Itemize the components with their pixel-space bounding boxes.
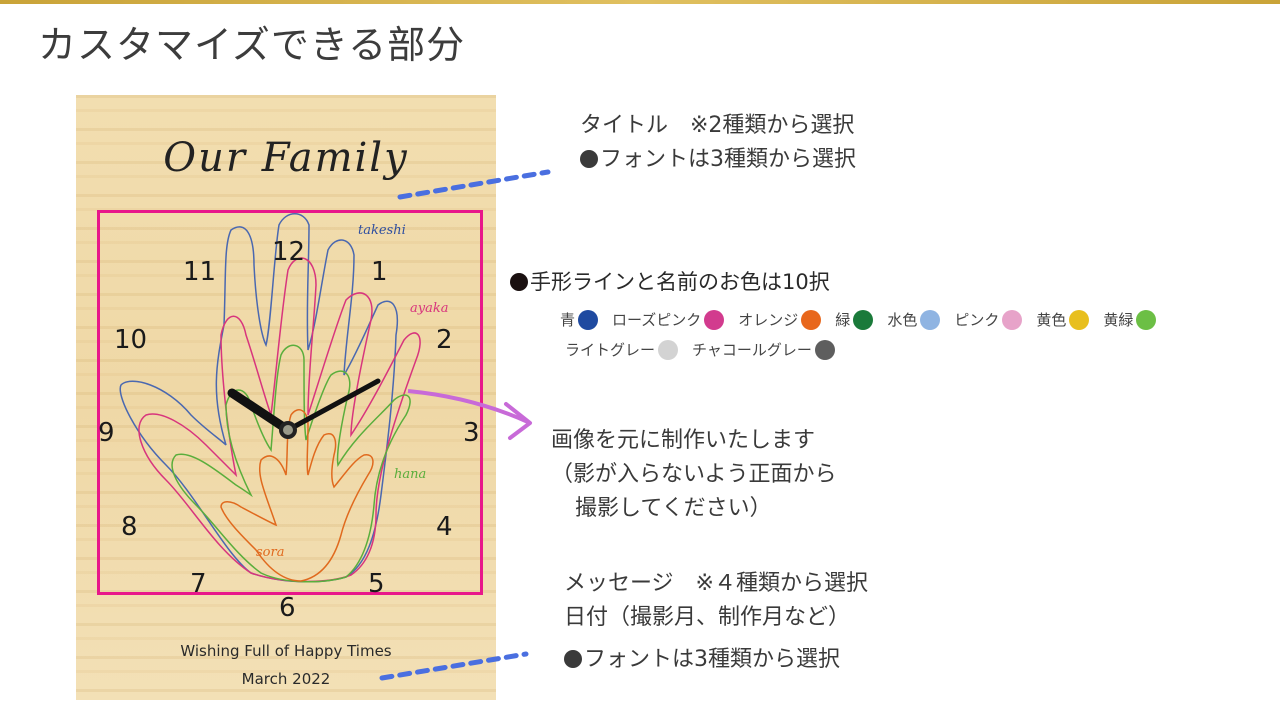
image-callout: 画像を元に制作いたします （影が入らないよう正面から 撮影してください）: [551, 424, 837, 526]
color-option-pink[interactable]: ピンク: [954, 309, 1023, 330]
product-message: Wishing Full of Happy Times: [180, 642, 392, 660]
color-dot-icon: [853, 309, 874, 330]
name-label-takeshi: takeshi: [358, 223, 406, 238]
clock-number-5: 5: [368, 569, 385, 599]
color-option-rose-pink[interactable]: ローズピンク: [612, 309, 725, 330]
title-callout-line2: フォントは3種類から選択: [580, 143, 856, 177]
color-dot-icon: [704, 309, 725, 330]
color-dot-icon: [578, 309, 599, 330]
clock-product-image: Our Family 12 1 2 3 4 5 6 7 8 9 10 11 ta…: [76, 95, 496, 700]
color-dot-icon: [658, 339, 679, 360]
image-callout-line2: （影が入らないよう正面から: [551, 462, 837, 487]
name-label-ayaka: ayaka: [410, 301, 449, 316]
color-dot-icon: [814, 339, 835, 360]
color-option-yellow[interactable]: 黄色: [1036, 309, 1090, 330]
hour-hand: [227, 388, 293, 435]
color-options-heading: 手形ラインと名前のお色は10択: [510, 266, 830, 296]
name-label-hana: hana: [394, 467, 427, 482]
customizable-area-frame: [97, 210, 483, 595]
message-callout-line2: 日付（撮影月、制作月など）: [564, 605, 851, 630]
bullet-icon: [580, 150, 598, 168]
minute-hand: [285, 378, 381, 433]
accent-bar: [0, 0, 1280, 4]
clock-number-3: 3: [463, 418, 480, 448]
clock-number-12: 12: [272, 237, 306, 267]
clock-number-4: 4: [436, 512, 453, 542]
color-option-green[interactable]: 緑: [835, 309, 874, 330]
image-callout-line3: 撮影してください）: [575, 496, 772, 521]
clock-number-10: 10: [114, 325, 148, 355]
title-callout-line1: タイトル ※2種類から選択: [580, 113, 855, 138]
clock-number-11: 11: [183, 257, 217, 287]
title-callout: タイトル ※2種類から選択 フォントは3種類から選択: [580, 109, 856, 177]
product-title: Our Family: [163, 135, 409, 181]
color-option-yellow-green[interactable]: 黄緑: [1103, 309, 1157, 330]
name-label-sora: sora: [256, 545, 285, 560]
color-dot-icon: [1136, 309, 1157, 330]
image-callout-line1: 画像を元に制作いたします: [551, 428, 816, 453]
message-callout-line1: メッセージ ※４種類から選択: [564, 571, 868, 596]
clock-number-7: 7: [190, 569, 207, 599]
bullet-icon: [510, 273, 528, 291]
clock-number-8: 8: [121, 512, 138, 542]
color-option-blue[interactable]: 青: [560, 309, 599, 330]
clock-number-6: 6: [279, 593, 296, 623]
color-swatch-row-1: 青 ローズピンク オレンジ 緑 水色 ピンク 黄色 黄緑: [560, 309, 1157, 330]
message-callout: メッセージ ※４種類から選択 日付（撮影月、制作月など） フォントは3種類から選…: [564, 567, 868, 677]
clock-number-9: 9: [98, 418, 115, 448]
clock-number-2: 2: [436, 325, 453, 355]
color-option-charcoal-gray[interactable]: チャコールグレー: [692, 339, 835, 360]
clock-number-1: 1: [371, 257, 388, 287]
color-swatch-row-2: ライトグレー チャコールグレー: [565, 339, 835, 360]
color-dot-icon: [920, 309, 941, 330]
product-date: March 2022: [241, 670, 331, 688]
message-callout-line3: フォントは3種類から選択: [564, 643, 868, 677]
page-title: カスタマイズできる部分: [38, 23, 466, 67]
color-option-orange[interactable]: オレンジ: [738, 309, 822, 330]
handprint-outlines: [119, 213, 421, 583]
bullet-icon: [564, 650, 582, 668]
color-dot-icon: [1069, 309, 1090, 330]
color-dot-icon: [801, 309, 822, 330]
color-option-light-gray[interactable]: ライトグレー: [565, 339, 679, 360]
color-option-light-blue[interactable]: 水色: [887, 309, 941, 330]
color-dot-icon: [1002, 309, 1023, 330]
